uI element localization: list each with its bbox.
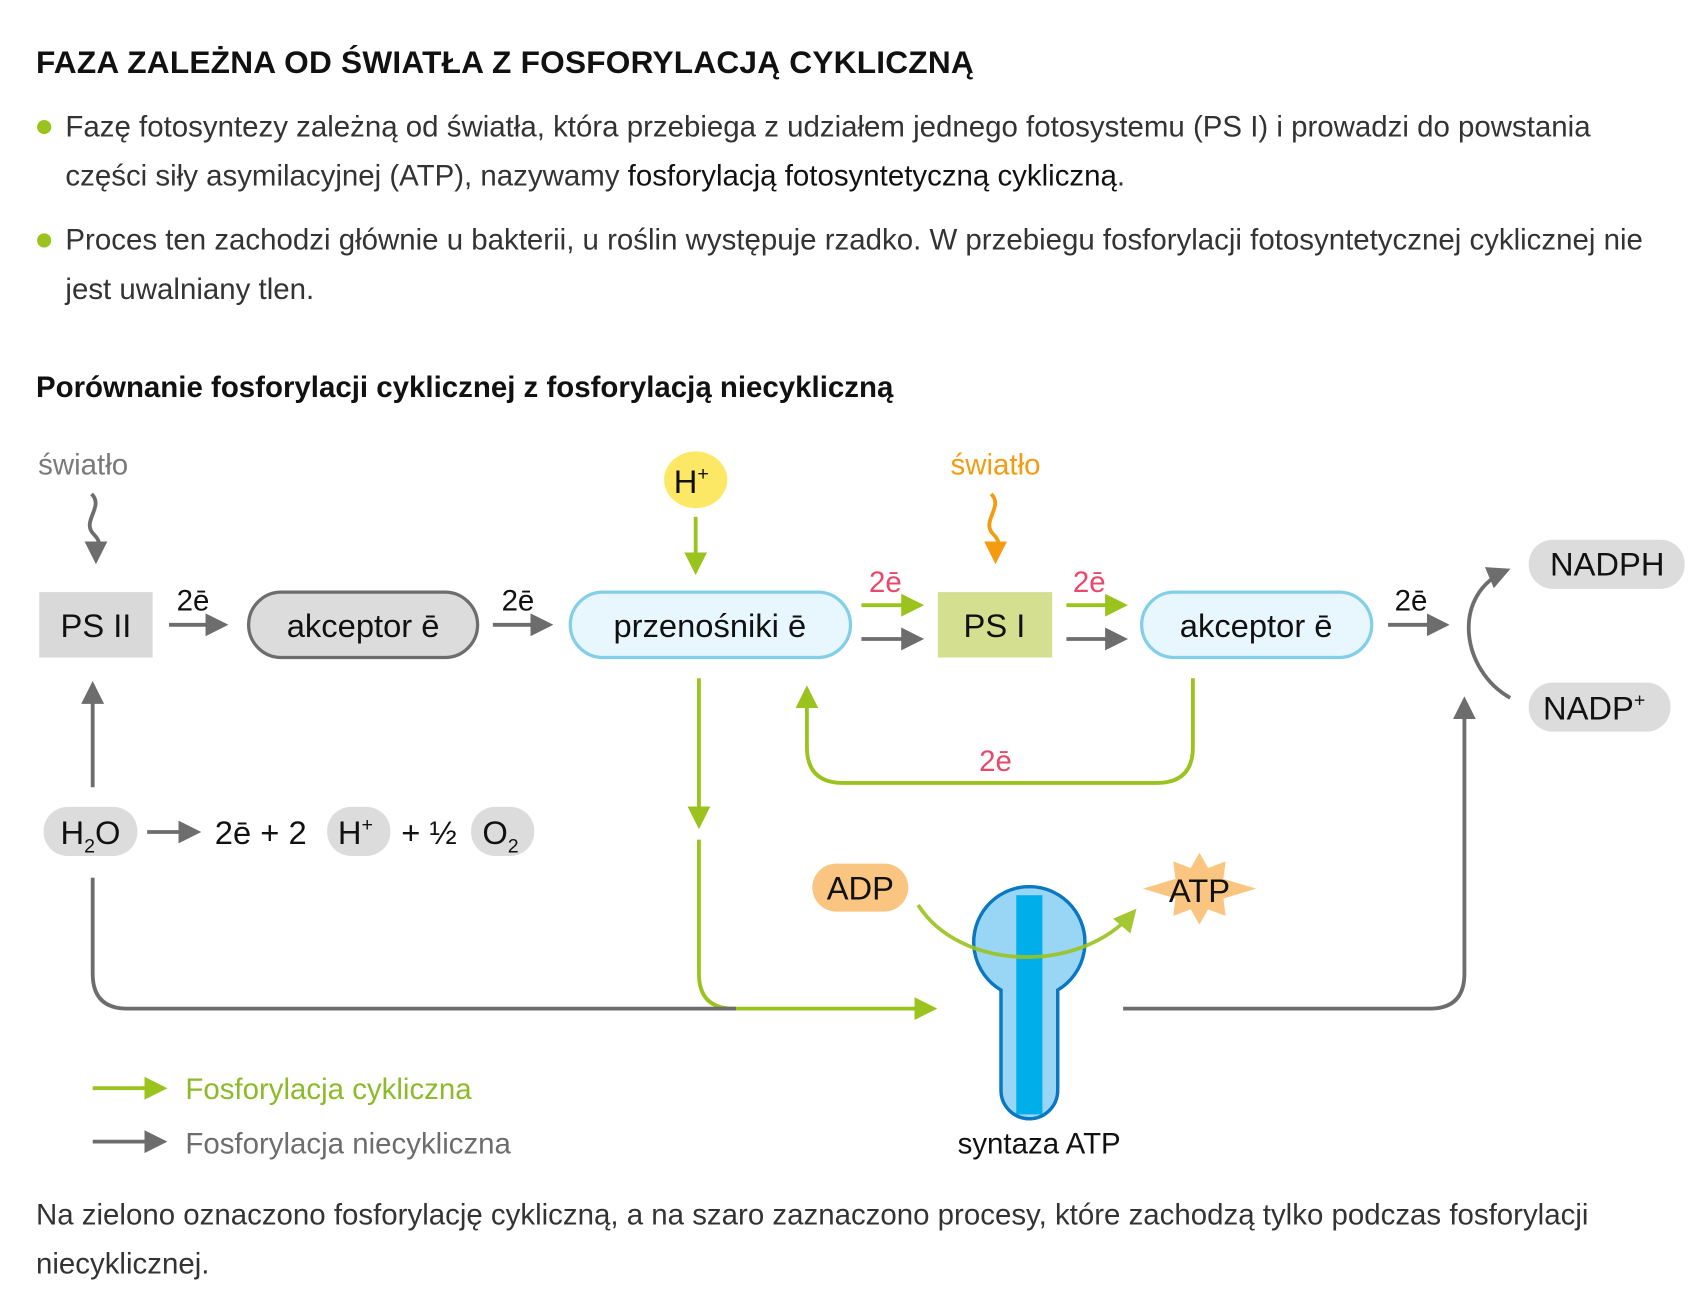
reaction-text: 2ē + 2: [215, 814, 307, 851]
adp-label: ADP: [827, 870, 894, 907]
water-pill: [43, 806, 138, 856]
acceptor2-label: akceptor ē: [1180, 607, 1333, 644]
electrons-label: 2ē: [177, 585, 210, 618]
cyclic-loop-arrow: [795, 678, 1195, 785]
electrons-label-cyclic: 2ē: [869, 566, 902, 599]
h-plus-pill: [327, 806, 391, 856]
h-plus-badge: [664, 451, 728, 509]
reaction-text: + ½: [401, 814, 456, 851]
adp-to-atp-arrow: [916, 904, 1137, 959]
bullet-text: Fazę fotosyntezy zależną od światła, któ…: [65, 110, 1591, 192]
acceptor2-pill: [1140, 590, 1374, 660]
atp-burst-icon: [1142, 852, 1257, 925]
atp-label: ATP: [1169, 872, 1230, 909]
water-label: H2O: [61, 814, 121, 858]
ps1-box: [937, 592, 1053, 658]
bullet-dot-icon: [37, 119, 52, 135]
ps2-label: PS II: [61, 607, 132, 644]
h-plus-label: H+: [338, 814, 373, 851]
bullet-bold: fosforylacją fotosyntetyczną cykliczną: [627, 159, 1117, 192]
arrow-to-nadp: [1123, 696, 1476, 1011]
legend-cyclic: Fosforylacja cykliczna: [185, 1073, 472, 1106]
footer-note: Na zielono oznaczono fosforylację cyklic…: [35, 1198, 1589, 1281]
bullet-2: Proces ten zachodzi głównie u bakterii, …: [37, 216, 1679, 314]
h-plus-label: H+: [674, 463, 709, 500]
page-title: FAZA ZALEŻNA OD ŚWIATŁA Z FOSFORYLACJĄ C…: [35, 45, 974, 81]
arrow-to-synthase: [697, 839, 938, 1021]
nadph-label: NADPH: [1550, 546, 1664, 583]
electrons-label: 2ē: [1395, 585, 1428, 618]
carriers-label: przenośniki ē: [613, 607, 806, 644]
light-wave-icon: [84, 492, 108, 565]
ps1-label: PS I: [964, 607, 1026, 644]
atp-synthase-icon: [972, 885, 1087, 1121]
acceptor1-pill: [246, 590, 480, 660]
bullet-1: Fazę fotosyntezy zależną od światła, któ…: [37, 102, 1679, 200]
water-line: [90, 877, 737, 1011]
legend-noncyclic: Fosforylacja niecykliczna: [185, 1128, 511, 1161]
carriers-pill: [568, 590, 853, 660]
adp-pill: [812, 863, 909, 912]
electrons-label-cyclic: 2ē: [979, 745, 1012, 778]
synthase-label: syntaza ATP: [958, 1128, 1121, 1161]
bullet-text-end: .: [1116, 159, 1126, 192]
section-subtitle: Porównanie fosforylacji cyklicznej z fos…: [35, 370, 894, 404]
electrons-label: 2ē: [502, 585, 535, 618]
nadph-pill: [1528, 539, 1685, 589]
electrons-label-cyclic: 2ē: [1073, 566, 1106, 599]
bullet-dot-icon: [37, 233, 52, 248]
nadp-label: NADP+: [1543, 690, 1645, 727]
light-wave-icon: [984, 492, 1008, 565]
acceptor1-label: akceptor ē: [287, 607, 440, 644]
ps2-box: [39, 592, 153, 658]
arrow-nadp-reduction: [1466, 567, 1512, 700]
bullet-text: Proces ten zachodzi głównie u bakterii, …: [65, 223, 1643, 306]
oxygen-label: O2: [482, 814, 518, 858]
light-label-ps1: światło: [951, 448, 1041, 481]
oxygen-pill: [471, 806, 535, 856]
light-label-ps2: światło: [38, 448, 128, 481]
nadp-pill: [1528, 682, 1671, 732]
